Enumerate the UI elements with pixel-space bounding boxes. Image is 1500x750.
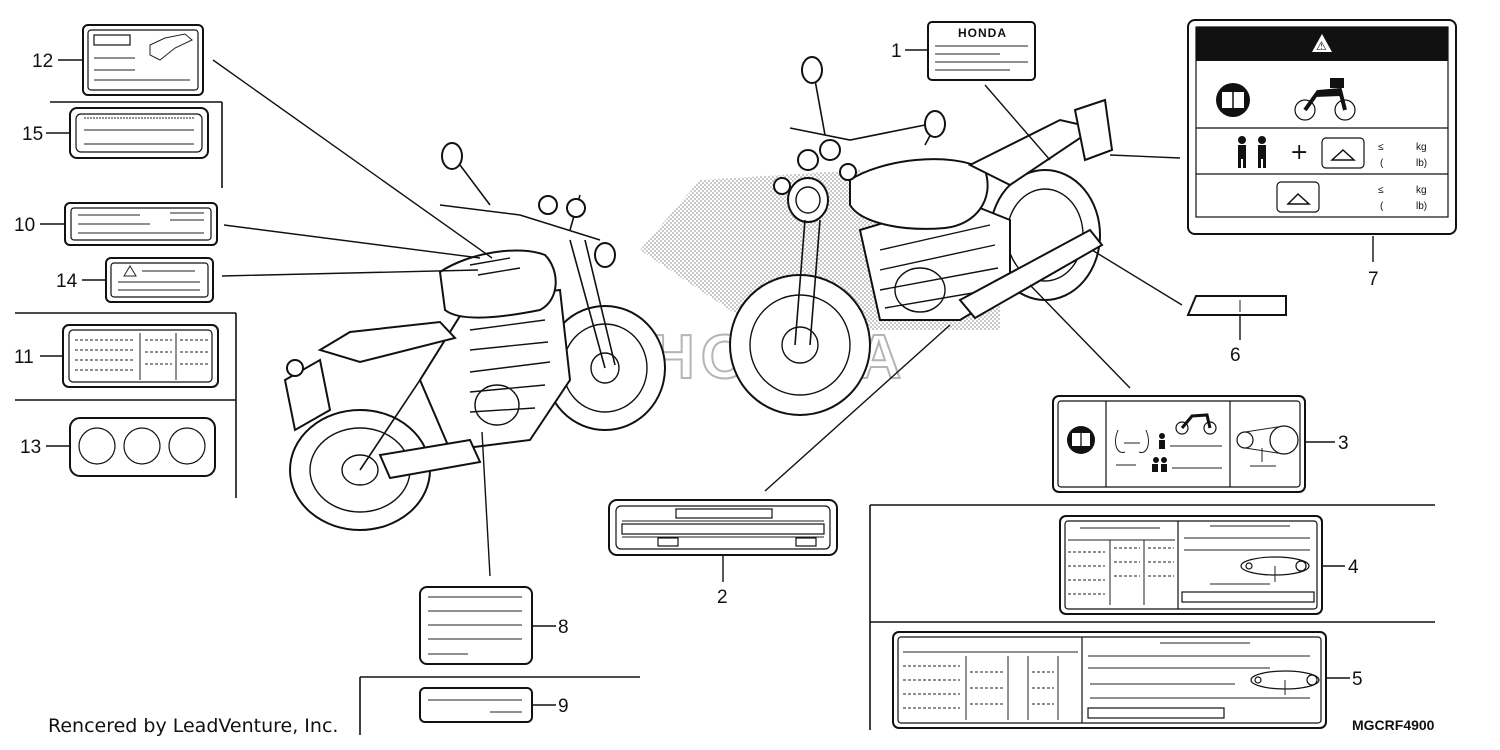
row2-paren: ( [1380,201,1384,212]
callout-15: 15 [22,124,43,145]
callout-5: 5 [1352,669,1363,690]
label-15 [69,107,209,159]
label-7: ⚠ + [1187,19,1457,235]
callout-6: 6 [1230,345,1241,366]
label-3 [1052,395,1306,493]
warning-triangle-icon [123,265,137,277]
label-1: HONDA [927,21,1036,81]
motorcycle-left-view [283,142,666,531]
label-6 [1186,295,1287,316]
owners-manual-icon [1216,83,1250,117]
callout-2: 2 [717,587,728,608]
label-10 [64,202,218,246]
label-13 [69,417,216,477]
row1-le: ≤ [1378,142,1384,153]
row1-paren: ( [1380,158,1384,169]
two-riders-icon [1238,136,1266,168]
callout-8: 8 [558,617,569,638]
callout-3: 3 [1338,433,1349,454]
callout-numbers: 12 15 10 14 11 13 1 7 6 3 2 4 5 8 9 [14,41,1379,717]
label-11 [62,324,219,388]
leader-lines [40,49,1374,706]
row2-kg: kg [1416,185,1427,196]
label-14 [105,257,214,303]
cargo-bag-icon [1276,181,1320,213]
label-8 [419,586,533,665]
divider-lines [15,101,1435,735]
callout-14: 14 [56,271,78,292]
row1-kg: kg [1416,142,1427,153]
callout-4: 4 [1348,557,1359,578]
label-9 [419,687,533,723]
warning-triangle-icon [1312,34,1332,52]
label-5 [892,631,1327,729]
label-2 [608,499,838,556]
callout-10: 10 [14,215,35,236]
row2-lb: lb) [1416,201,1427,212]
callout-12: 12 [32,51,53,72]
row2-le: ≤ [1378,185,1384,196]
callout-9: 9 [558,696,569,717]
motorcycle-icon [1175,413,1217,435]
callout-11: 11 [14,347,34,368]
label-1-brand: HONDA [958,26,1007,40]
drawing-code: MGCRF4900 [1352,717,1435,733]
motorcycle-right-view [729,56,1114,416]
callout-13: 13 [20,437,41,458]
callout-1: 1 [891,41,902,62]
callout-7: 7 [1368,269,1379,290]
footer-credit: Rencered by LeadVenture, Inc. [48,715,338,737]
warning-symbol: ⚠ [1316,39,1327,53]
owners-manual-icon [1067,426,1095,454]
row1-lb: lb) [1416,158,1427,169]
cargo-bag-icon [1321,137,1365,169]
motorcycle-icon [1294,78,1356,121]
label-12 [82,24,204,96]
plus-sign: + [1290,140,1308,165]
label-4 [1059,515,1323,615]
